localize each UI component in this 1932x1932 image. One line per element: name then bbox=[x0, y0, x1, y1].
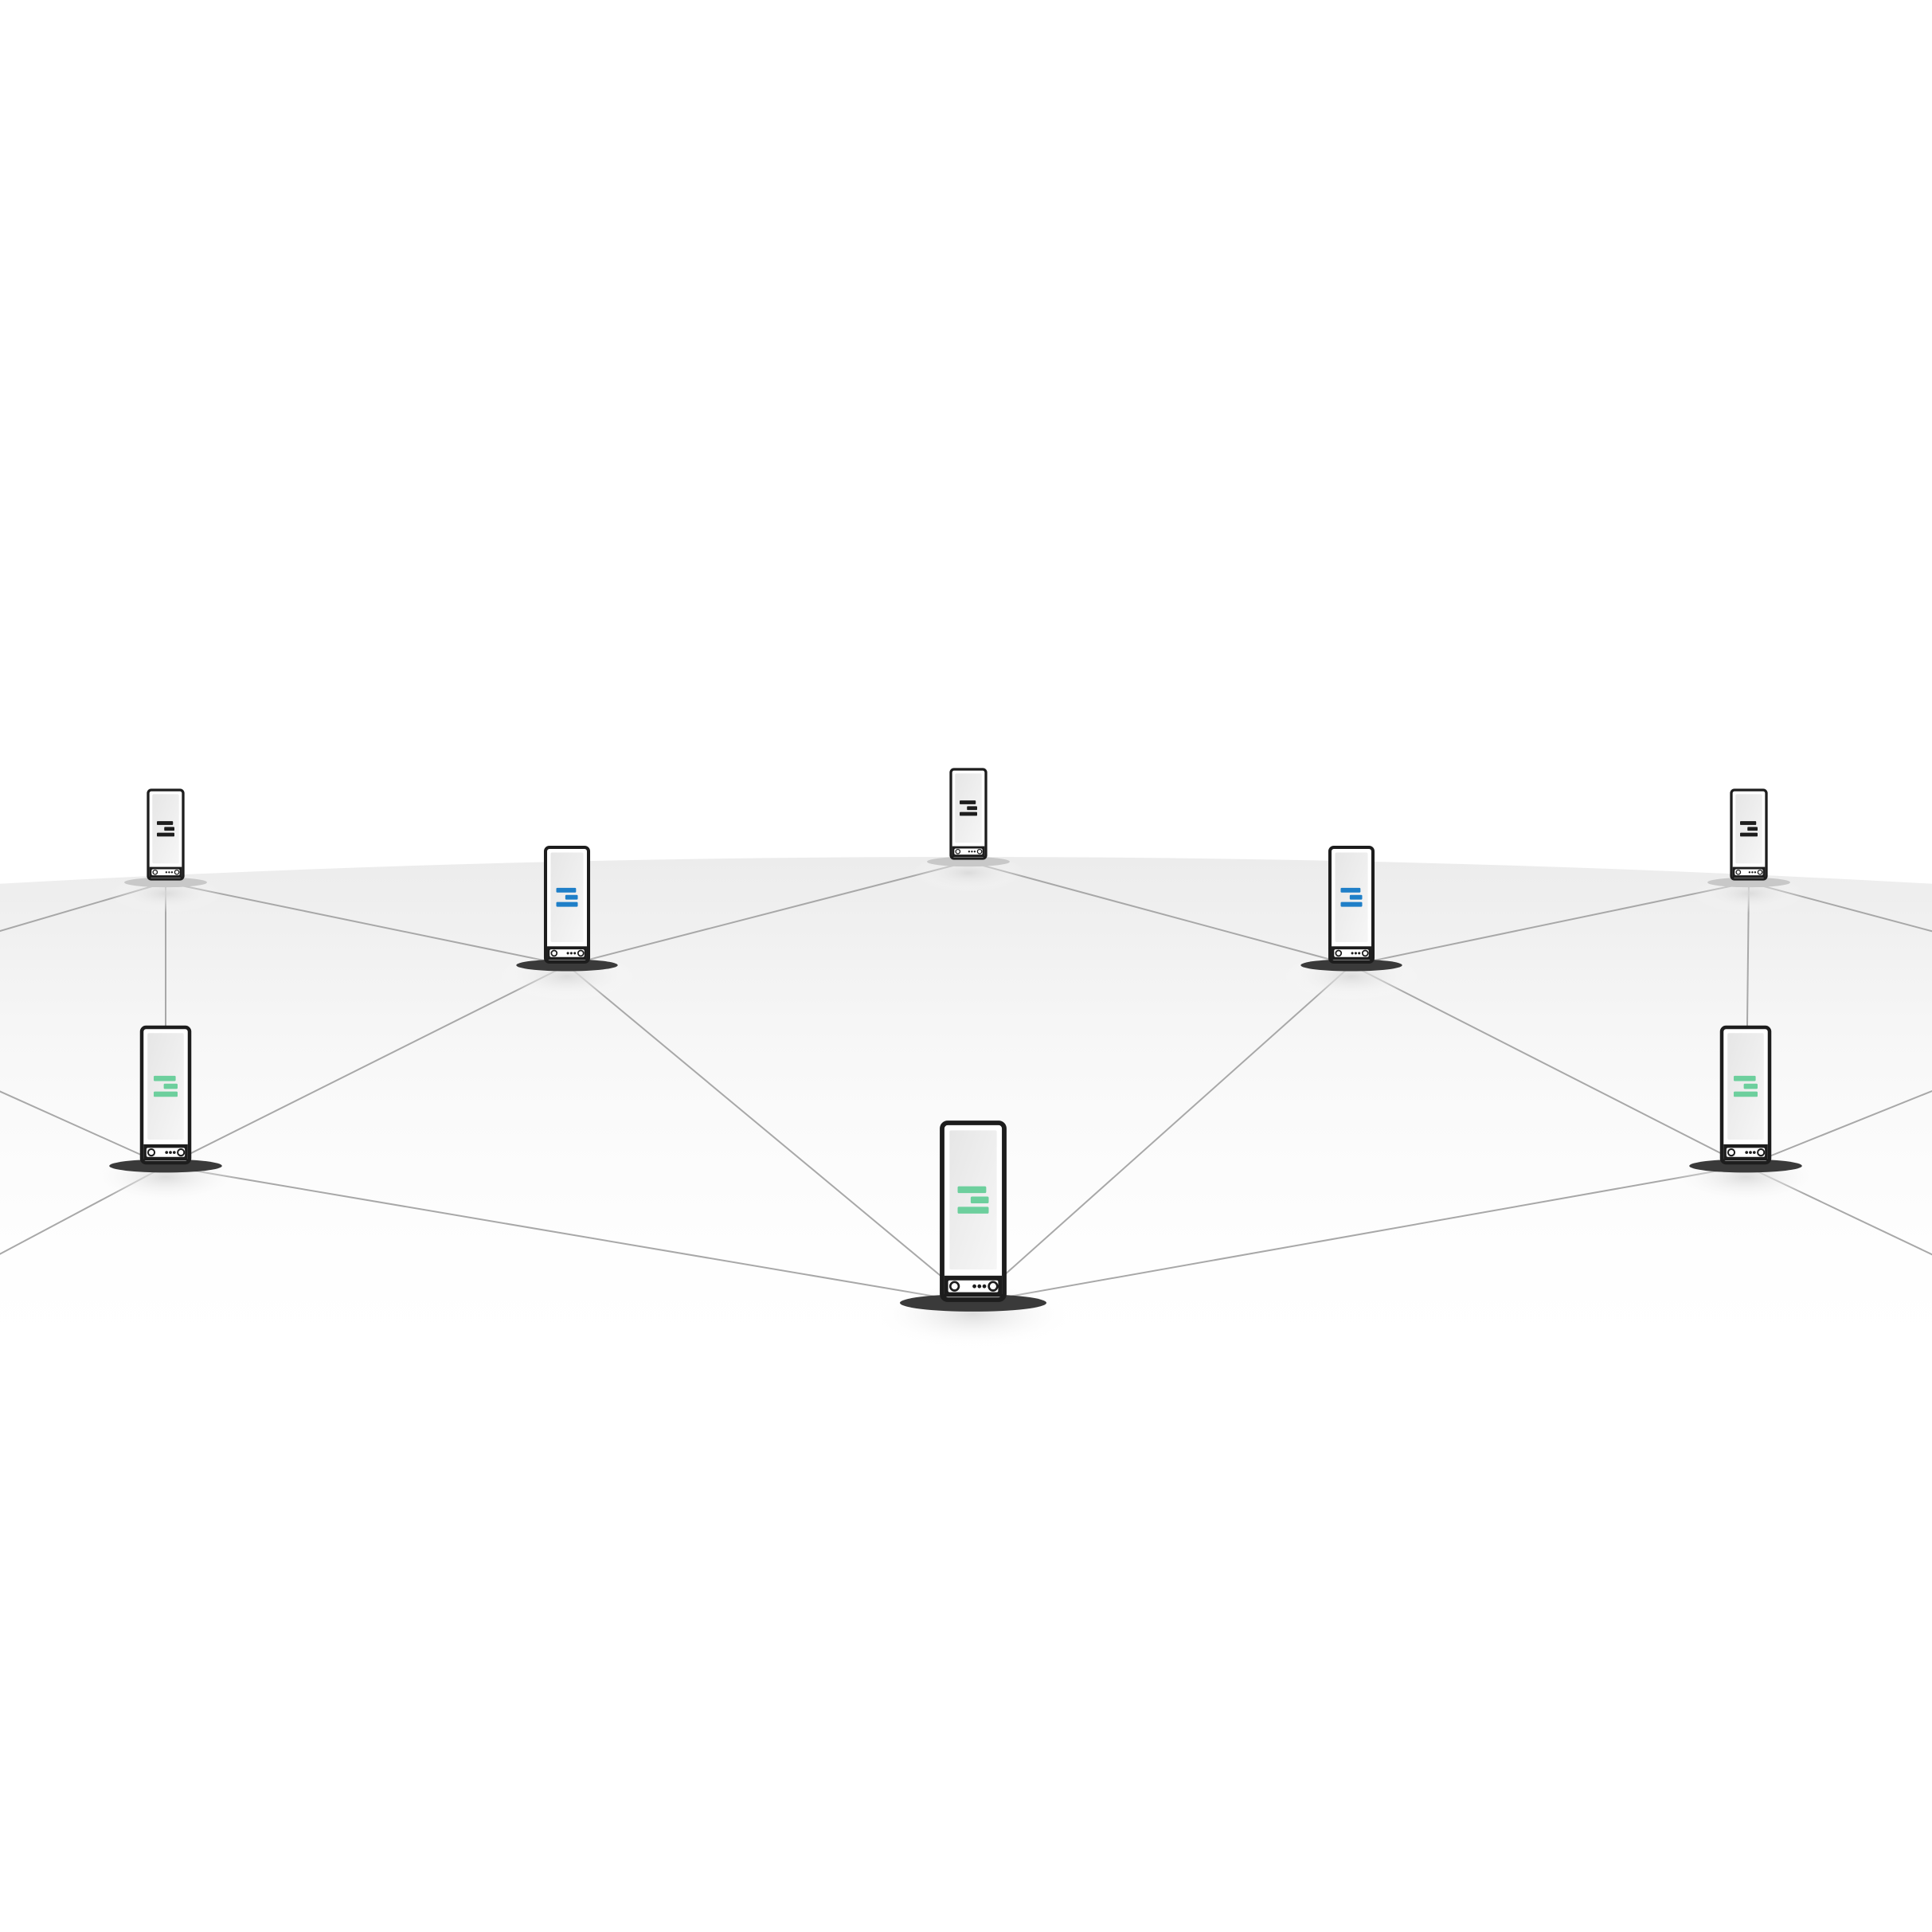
indicator-dot-icon bbox=[569, 952, 573, 955]
network-link bbox=[165, 1165, 974, 1304]
power-button-icon bbox=[1735, 869, 1742, 875]
node-shadow bbox=[899, 1294, 1047, 1312]
indicator-dot-icon bbox=[1358, 952, 1361, 955]
indicator-dot-icon bbox=[1749, 1151, 1752, 1154]
indicator-dot-icon bbox=[1754, 871, 1757, 874]
status-ring-icon bbox=[1757, 1148, 1766, 1157]
indicator-dot-icon bbox=[566, 952, 569, 955]
network-link bbox=[566, 964, 974, 1304]
server-logo-icon bbox=[157, 821, 174, 837]
server-logo-icon bbox=[960, 800, 977, 816]
server-node bbox=[89, 1025, 242, 1203]
server-nodes bbox=[89, 768, 1822, 1348]
server-logo-icon bbox=[957, 1186, 989, 1214]
node-shadow bbox=[109, 1159, 222, 1173]
indicator-dot-icon bbox=[1745, 1151, 1749, 1154]
status-ring-icon bbox=[1361, 949, 1369, 957]
status-ring-icon bbox=[177, 1148, 186, 1157]
indicator-dot-icon bbox=[165, 1151, 169, 1154]
indicator-dot-icon bbox=[1351, 952, 1354, 955]
indicator-dot-icon bbox=[170, 871, 174, 874]
network-link bbox=[972, 964, 1352, 1304]
power-button-icon bbox=[152, 869, 158, 875]
network-link bbox=[968, 861, 1352, 966]
network-link bbox=[1351, 882, 1750, 966]
network-link bbox=[1351, 964, 1746, 1167]
indicator-dot-icon bbox=[977, 1284, 982, 1289]
server-node bbox=[1282, 845, 1421, 1000]
indicator-dot-icon bbox=[573, 952, 577, 955]
node-shadow bbox=[927, 856, 1010, 867]
node-shadow bbox=[124, 877, 207, 888]
server-node bbox=[912, 768, 1025, 893]
server-logo-icon bbox=[1340, 887, 1363, 907]
network-link bbox=[165, 964, 568, 1167]
server-node bbox=[1669, 1025, 1822, 1203]
status-ring-icon bbox=[976, 848, 983, 855]
status-ring-icon bbox=[1757, 869, 1763, 875]
network-link bbox=[1745, 1089, 1932, 1167]
power-button-icon bbox=[1727, 1148, 1736, 1157]
node-shadow bbox=[1300, 959, 1402, 972]
server-logo-icon bbox=[154, 1075, 178, 1097]
power-button-icon bbox=[147, 1148, 156, 1157]
status-ring-icon bbox=[577, 949, 585, 957]
indicator-dot-icon bbox=[982, 1284, 987, 1289]
indicator-dot-icon bbox=[971, 851, 973, 853]
power-button-icon bbox=[1335, 949, 1343, 957]
indicator-dot-icon bbox=[168, 871, 170, 874]
indicator-dot-icon bbox=[165, 871, 168, 874]
indicator-dot-icon bbox=[1354, 952, 1357, 955]
indicator-dot-icon bbox=[172, 1151, 176, 1154]
status-ring-icon bbox=[174, 869, 180, 875]
indicator-dot-icon bbox=[1748, 871, 1751, 874]
indicator-dot-icon bbox=[972, 1284, 976, 1289]
server-logo-icon bbox=[556, 887, 578, 907]
network-link bbox=[566, 861, 969, 966]
server-node bbox=[1692, 788, 1805, 913]
power-button-icon bbox=[948, 1281, 960, 1292]
server-node bbox=[498, 845, 636, 1000]
indicator-dot-icon bbox=[1751, 871, 1754, 874]
status-ring-icon bbox=[988, 1281, 999, 1292]
node-shadow bbox=[1689, 1159, 1802, 1173]
server-node bbox=[874, 1120, 1073, 1348]
power-button-icon bbox=[550, 949, 558, 957]
indicator-dot-icon bbox=[1752, 1151, 1756, 1154]
indicator-dot-icon bbox=[968, 851, 971, 853]
network-link bbox=[165, 882, 568, 966]
indicator-dot-icon bbox=[169, 1151, 172, 1154]
node-shadow bbox=[516, 959, 618, 972]
server-logo-icon bbox=[1734, 1075, 1758, 1097]
indicator-dot-icon bbox=[973, 851, 976, 853]
server-node bbox=[109, 788, 222, 913]
network-link bbox=[972, 1165, 1746, 1304]
power-button-icon bbox=[955, 848, 961, 855]
node-shadow bbox=[1707, 877, 1790, 888]
server-logo-icon bbox=[1740, 821, 1758, 837]
